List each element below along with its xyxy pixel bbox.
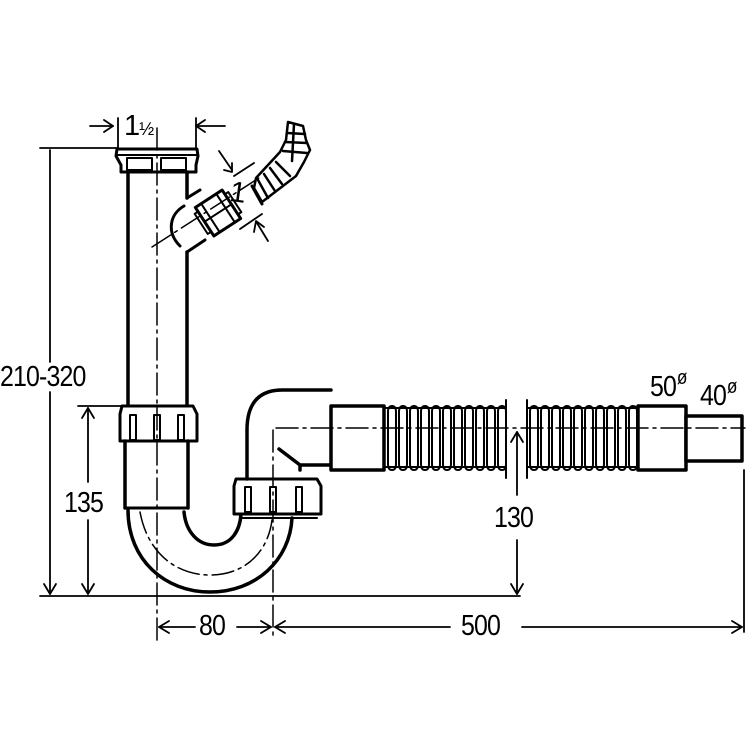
dim-trap-height: 135 — [64, 487, 104, 519]
dim-outlet-diameter-50: 50ø — [650, 368, 687, 403]
dimension-lines — [39, 117, 745, 634]
dim-outlet-height: 130 — [494, 502, 534, 534]
dim-outlet-diameter-40: 40ø — [700, 377, 737, 412]
hose-sleeve-left — [329, 404, 386, 472]
inlet-nut — [114, 147, 200, 174]
outlet-sleeve-50 — [636, 404, 688, 472]
branch-connection — [169, 188, 243, 254]
appliance-hose-connector — [250, 120, 312, 206]
elbow — [245, 388, 333, 481]
dim-inlet-fraction: ½ — [139, 119, 154, 139]
outlet-spigot-40 — [684, 414, 744, 463]
dim-trap-width: 80 — [199, 610, 226, 642]
diameter-symbol: ø — [676, 367, 688, 389]
dim-inlet-size: 1½ — [124, 110, 154, 142]
dim-50-value: 50 — [650, 371, 677, 403]
corrugated-hose-left — [383, 399, 507, 479]
diameter-symbol: ø — [726, 376, 738, 398]
corrugated-hose-right — [526, 399, 639, 479]
center-lines — [139, 127, 746, 641]
vertical-tube — [126, 170, 189, 408]
dim-hose-length: 500 — [461, 610, 501, 642]
trap-outlet-nut — [232, 477, 323, 519]
lower-tube-nut — [118, 404, 199, 443]
dim-total-height: 210-320 — [0, 361, 86, 393]
u-bend — [126, 508, 294, 594]
dim-40-value: 40 — [700, 380, 727, 412]
dim-inlet-whole: 1 — [124, 110, 140, 142]
